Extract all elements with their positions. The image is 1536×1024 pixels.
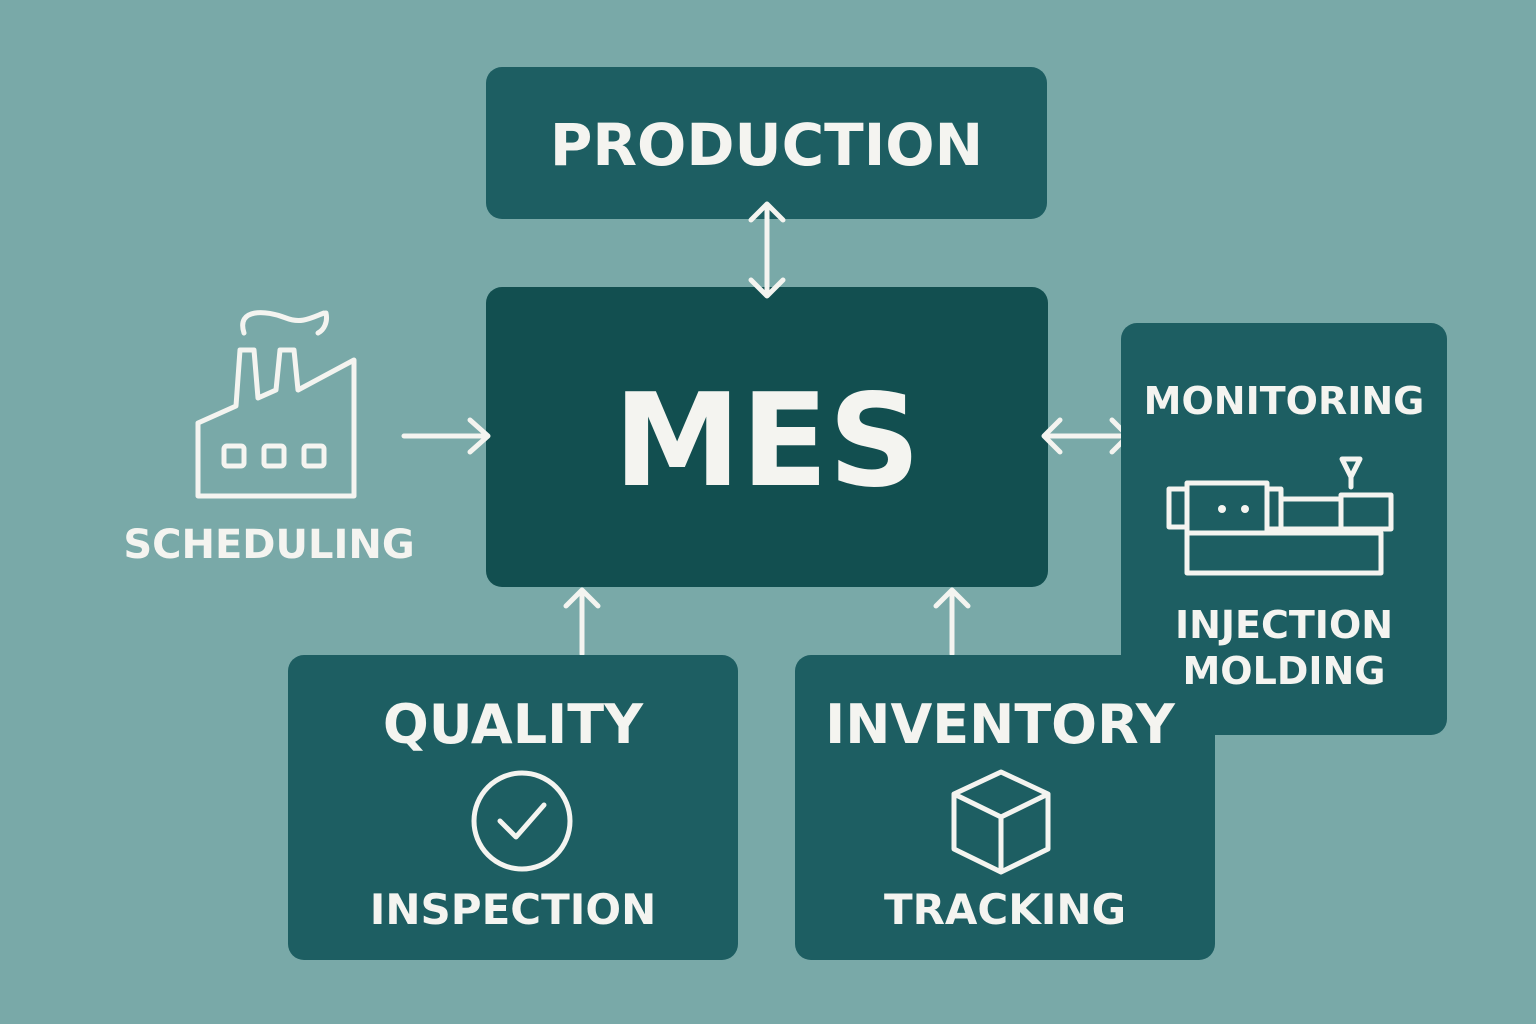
- injection-molding-machine-icon: [1166, 456, 1394, 576]
- quality-box: QUALITY INSPECTION: [288, 655, 738, 960]
- arrow-right-icon: [401, 417, 491, 455]
- arrow-bidirectional-vertical-icon: [748, 201, 786, 299]
- check-circle-icon: [471, 770, 573, 872]
- arrow-up-icon: [933, 587, 971, 657]
- inspection-label: INSPECTION: [369, 885, 657, 934]
- inventory-box: INVENTORY TRACKING: [795, 655, 1215, 960]
- quality-label: QUALITY: [382, 693, 644, 756]
- mes-box: MES: [486, 287, 1048, 587]
- box-icon: [951, 769, 1051, 875]
- factory-icon: [195, 310, 357, 499]
- tracking-label: TRACKING: [883, 885, 1127, 934]
- monitoring-label: MONITORING: [1143, 379, 1425, 423]
- inventory-label: INVENTORY: [825, 693, 1175, 756]
- arrow-up-icon: [563, 587, 601, 657]
- scheduling-label: SCHEDULING: [123, 522, 415, 568]
- mes-label: MES: [613, 367, 921, 516]
- arrow-bidirectional-horizontal-icon: [1041, 417, 1131, 455]
- molding-label: MOLDING: [1182, 649, 1386, 693]
- injection-label: INJECTION: [1174, 603, 1394, 647]
- production-box: PRODUCTION: [486, 67, 1047, 219]
- production-label: PRODUCTION: [549, 111, 984, 179]
- monitoring-box: MONITORING INJECTION MOLDING: [1121, 323, 1447, 735]
